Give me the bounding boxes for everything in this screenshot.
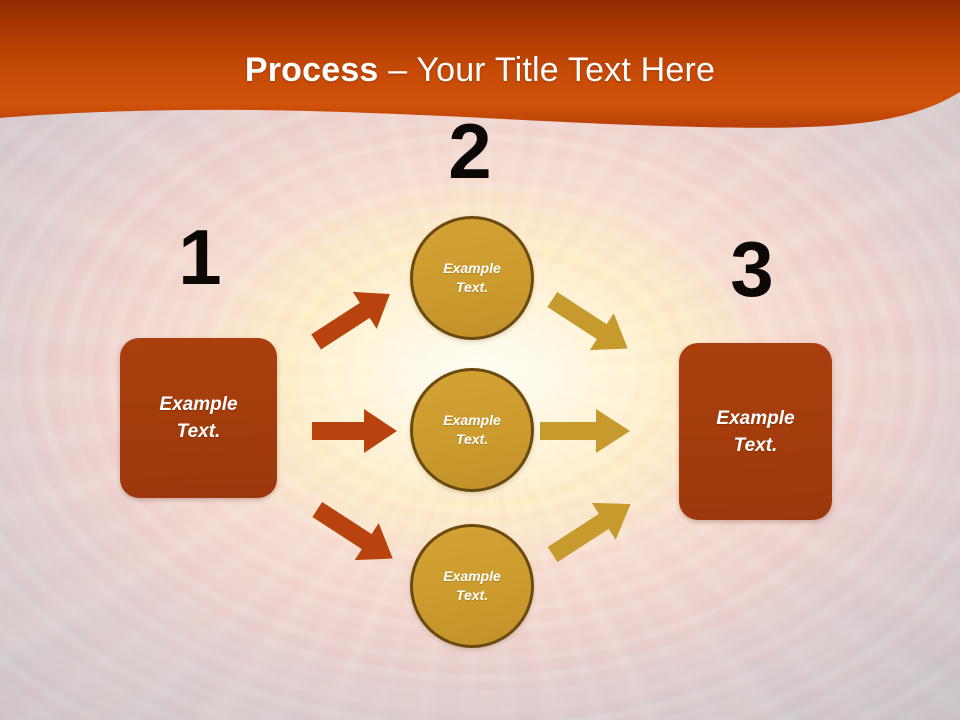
circle-1-line1: Example [443,260,501,276]
process-box-right-text: Example Text. [716,405,794,459]
step-number-3: 3 [730,225,774,313]
arrow-left-down-icon [305,498,405,570]
title-rest: – Your Title Text Here [378,51,716,89]
process-circle-middle[interactable]: Example Text. [410,368,534,492]
header-banner [0,0,960,150]
circle-3-line1: Example [443,568,501,584]
circle-2-line2: Text. [455,431,489,447]
title-strong: Process [244,51,379,89]
box-right-line1: Example [716,407,795,429]
circle-1-line2: Text. [455,279,489,295]
arrow-left-up-icon [305,283,401,353]
box-left-line2: Text. [176,421,221,442]
process-circle-top-text: Example Text. [443,259,501,297]
box-left-line1: Example [159,394,238,415]
arrow-right-up-icon [540,288,640,360]
process-circle-top[interactable]: Example Text. [410,216,534,340]
arrow-right-down-icon [540,493,644,565]
process-box-right[interactable]: Example Text. [679,343,832,520]
process-box-left-text: Example Text. [159,391,237,445]
step-number-1: 1 [178,213,222,301]
arrow-left-middle-icon [310,405,400,457]
circle-2-line1: Example [443,412,501,428]
step-number-2: 2 [448,107,492,195]
box-right-line2: Text. [733,434,778,456]
process-circle-middle-text: Example Text. [443,411,501,449]
arrow-right-middle-icon [538,405,634,457]
process-circle-bottom-text: Example Text. [443,567,501,605]
process-circle-bottom[interactable]: Example Text. [410,524,534,648]
page-title: Process – Your Title Text Here [0,50,960,90]
circle-3-line2: Text. [455,587,489,603]
process-box-left[interactable]: Example Text. [120,338,277,498]
